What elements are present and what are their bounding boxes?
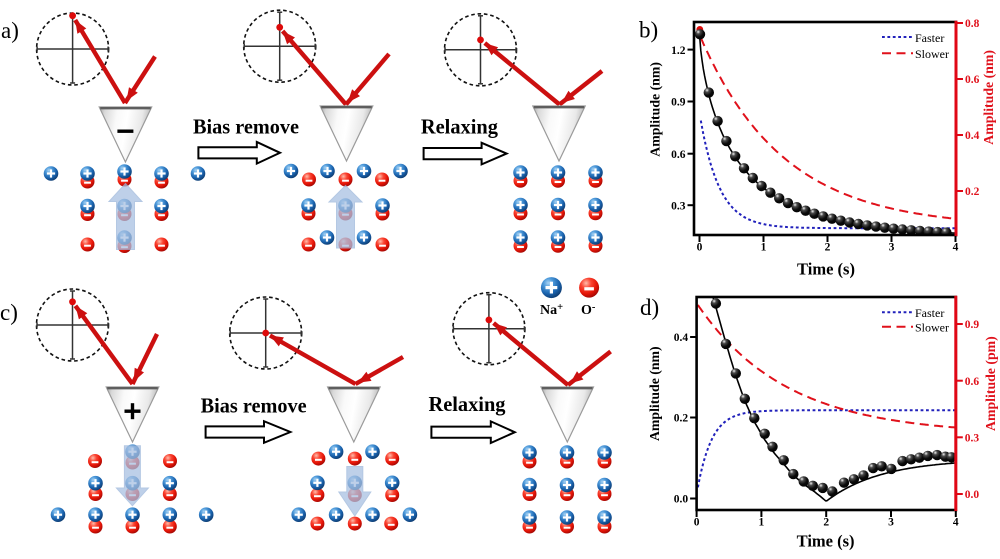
svg-text:3: 3 [889, 242, 895, 254]
svg-text:0.0: 0.0 [965, 489, 980, 501]
svg-text:Time (s): Time (s) [797, 532, 855, 551]
svg-text:0.4: 0.4 [674, 332, 689, 344]
svg-text:0.6: 0.6 [671, 149, 686, 161]
svg-text:0.3: 0.3 [965, 433, 980, 445]
svg-text:Amplitude (pm): Amplitude (pm) [983, 336, 999, 431]
svg-text:0.6: 0.6 [965, 376, 980, 388]
svg-text:c): c) [0, 300, 18, 325]
svg-text:3: 3 [888, 517, 894, 529]
svg-text:d): d) [640, 295, 659, 320]
svg-text:b): b) [639, 18, 658, 43]
svg-text:Faster: Faster [915, 31, 944, 45]
svg-text:0.8: 0.8 [965, 18, 980, 30]
svg-text:Amplitude (nm): Amplitude (nm) [981, 50, 997, 145]
svg-text:4: 4 [953, 242, 959, 254]
svg-text:0.3: 0.3 [671, 200, 686, 212]
svg-text:4: 4 [953, 517, 959, 529]
svg-text:0: 0 [694, 517, 700, 529]
svg-text:Bias remove: Bias remove [193, 115, 299, 139]
svg-text:0.2: 0.2 [965, 186, 980, 198]
svg-text:Slower: Slower [915, 47, 949, 61]
svg-text:0: 0 [697, 242, 703, 254]
svg-text:Time (s): Time (s) [797, 260, 855, 279]
svg-text:2: 2 [823, 517, 829, 529]
svg-text:0.0: 0.0 [674, 494, 689, 506]
svg-text:0.4: 0.4 [965, 130, 980, 142]
svg-text:Amplitude (nm): Amplitude (nm) [647, 346, 663, 441]
svg-text:1: 1 [761, 242, 767, 254]
svg-text:Amplitude (nm): Amplitude (nm) [647, 62, 663, 157]
svg-text:0.2: 0.2 [674, 413, 689, 425]
svg-text:Relaxing: Relaxing [421, 115, 498, 139]
svg-text:a): a) [1, 18, 19, 43]
svg-text:Bias remove: Bias remove [201, 394, 307, 418]
svg-text:0.9: 0.9 [965, 319, 980, 331]
svg-text:Faster: Faster [915, 306, 944, 320]
svg-text:0.6: 0.6 [965, 74, 980, 86]
svg-text:0.9: 0.9 [671, 97, 686, 109]
svg-text:2: 2 [825, 242, 831, 254]
svg-text:1: 1 [759, 517, 765, 529]
svg-text:1.2: 1.2 [671, 45, 686, 57]
svg-text:Slower: Slower [915, 320, 949, 334]
svg-text:Relaxing: Relaxing [429, 392, 506, 416]
